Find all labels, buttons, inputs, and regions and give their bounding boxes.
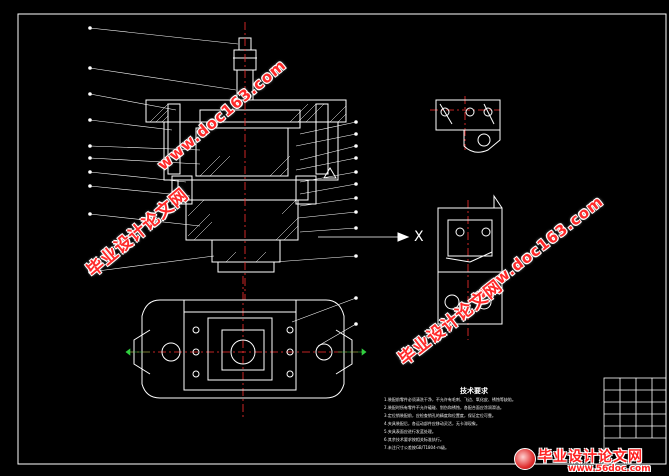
footer-title: 毕业设计论文网 [538,449,643,465]
site-logo-icon [514,448,536,470]
section-hatching [149,103,347,263]
part-view-top [435,99,501,153]
leader-lines-left [88,26,239,274]
leader-lines-right [273,120,358,347]
notes-title: 技术要求 [460,387,488,395]
notes-line: 1.装配前零件必须清洗干净，不允许有毛刺、飞边、氧化皮、锈蚀等缺陷。 [384,397,516,402]
notes-line: 7.未注尺寸公差按GB/T1804-m级。 [384,445,449,450]
notes-line: 3.定位销装配前，应检查销孔的精度和位置度，保证定位可靠。 [384,413,496,418]
notes-line: 4.夹具装配后，各运动部件应移动灵活，无卡滞现象。 [384,421,480,426]
title-block [603,377,667,465]
plan-dimensions [125,348,367,356]
notes-line: 6.其余技术要求按相关标准执行。 [384,437,444,442]
view-arrow [318,167,410,242]
technical-notes: 技术要求 1.装配前零件必须清洗干净，不允许有毛刺、飞边、氧化皮、锈蚀等缺陷。 … [384,386,599,452]
main-section-view [145,37,347,273]
notes-line: 5.夹具表面应进行发蓝处理。 [384,429,436,434]
view-label-x: X [414,229,424,245]
sheet-border [17,13,667,465]
part-view-x [437,194,503,325]
site-footer-badge: 毕业设计论文网 www.56doc.com [510,444,668,474]
notes-line: 2.装配时所有零件不允许磕碰、划伤和锈蚀，各配合面应涂润滑油。 [384,405,504,410]
footer-url: www.56doc.com [568,464,651,474]
